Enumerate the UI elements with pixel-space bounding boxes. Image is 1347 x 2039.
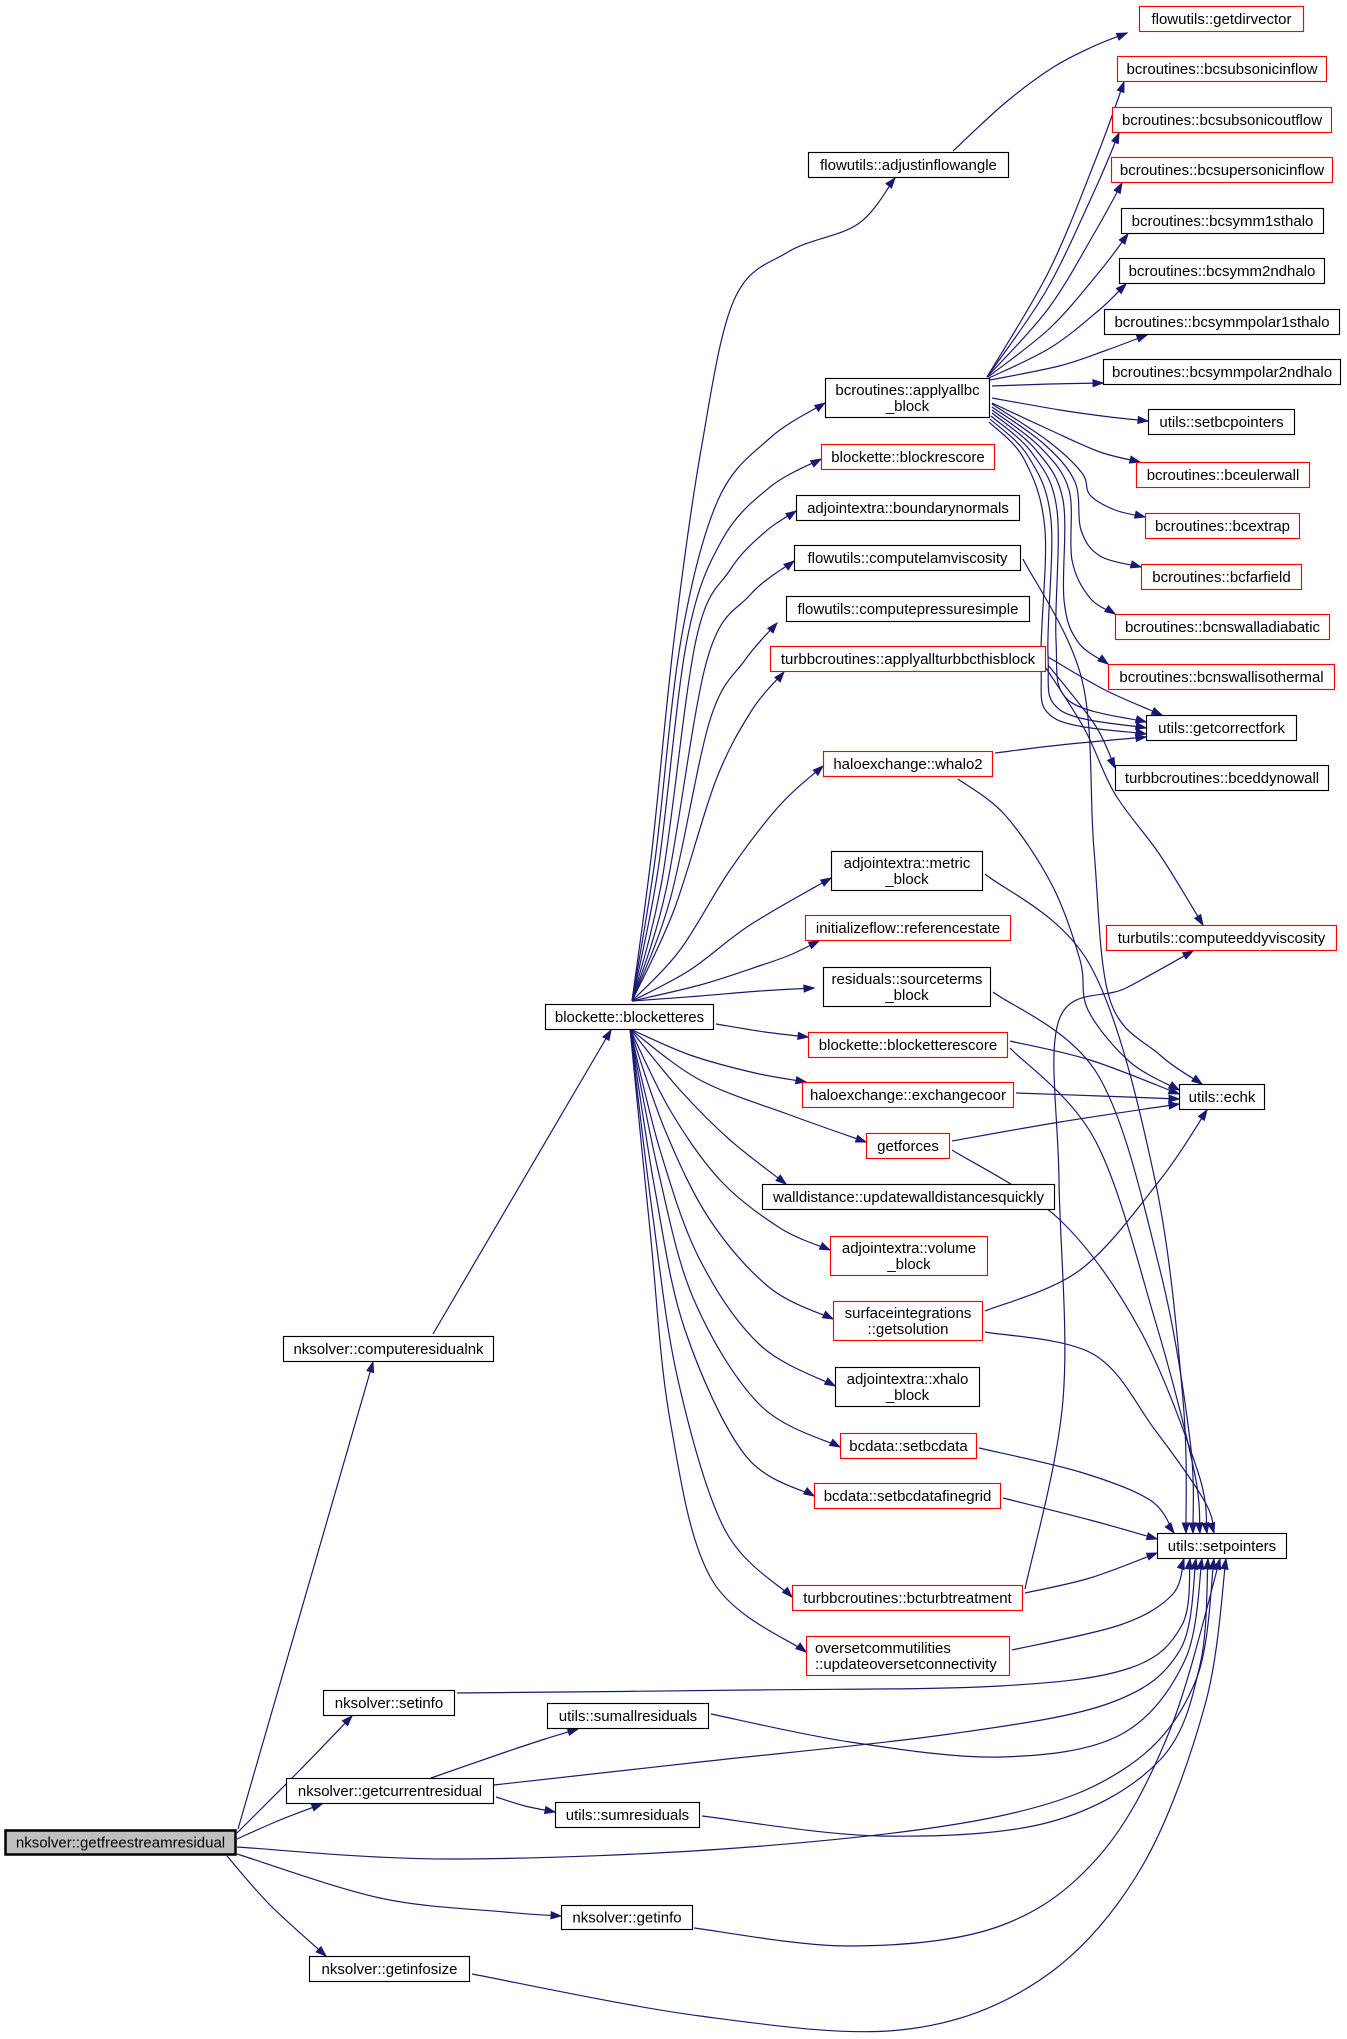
svg-text:surfaceintegrations: surfaceintegrations	[845, 1305, 972, 1322]
svg-text:turbbcroutines::bceddynowall: turbbcroutines::bceddynowall	[1125, 770, 1319, 787]
svg-text:nksolver::computeresidualnk: nksolver::computeresidualnk	[293, 1341, 484, 1358]
svg-text:haloexchange::exchangecoor: haloexchange::exchangecoor	[810, 1087, 1006, 1104]
svg-text:bcroutines::bcsymmpolar2ndhalo: bcroutines::bcsymmpolar2ndhalo	[1112, 364, 1332, 381]
svg-text:bcroutines::bcnswallisothermal: bcroutines::bcnswallisothermal	[1119, 669, 1323, 686]
svg-text:getforces: getforces	[877, 1138, 939, 1155]
svg-text:bcroutines::bcsymmpolar1sthalo: bcroutines::bcsymmpolar1sthalo	[1114, 314, 1329, 331]
svg-text:_block: _block	[884, 987, 929, 1004]
svg-text:adjointextra::boundarynormals: adjointextra::boundarynormals	[807, 500, 1009, 517]
svg-text:bcroutines::applyallbc: bcroutines::applyallbc	[835, 382, 980, 399]
svg-text:nksolver::getcurrentresidual: nksolver::getcurrentresidual	[298, 1783, 482, 1800]
svg-text:bcdata::setbcdata: bcdata::setbcdata	[849, 1438, 968, 1455]
svg-text:utils::setpointers: utils::setpointers	[1168, 1538, 1276, 1555]
svg-text:_block: _block	[885, 398, 930, 415]
svg-text:adjointextra::xhalo: adjointextra::xhalo	[847, 1371, 969, 1388]
svg-text:utils::setbcpointers: utils::setbcpointers	[1159, 414, 1283, 431]
svg-text:residuals::sourceterms: residuals::sourceterms	[832, 971, 983, 988]
svg-text:flowutils::computelamviscosity: flowutils::computelamviscosity	[807, 550, 1008, 567]
svg-text:flowutils::computepressuresimp: flowutils::computepressuresimple	[798, 601, 1019, 618]
svg-text:bcroutines::bcsymm2ndhalo: bcroutines::bcsymm2ndhalo	[1129, 263, 1316, 280]
svg-text:::getsolution: ::getsolution	[868, 1321, 949, 1338]
svg-text:_block: _block	[884, 871, 929, 888]
svg-text:utils::getcorrectfork: utils::getcorrectfork	[1158, 720, 1285, 737]
svg-text:walldistance::updatewalldistan: walldistance::updatewalldistancesquickly	[772, 1189, 1044, 1206]
svg-text:bcroutines::bcextrap: bcroutines::bcextrap	[1155, 518, 1290, 535]
svg-text:bcroutines::bcsubsonicoutflow: bcroutines::bcsubsonicoutflow	[1122, 112, 1322, 129]
svg-text:bcroutines::bcfarfield: bcroutines::bcfarfield	[1152, 569, 1290, 586]
svg-text:initializeflow::referencestate: initializeflow::referencestate	[816, 920, 1000, 937]
svg-text:nksolver::getinfosize: nksolver::getinfosize	[322, 1961, 458, 1978]
svg-text:nksolver::setinfo: nksolver::setinfo	[335, 1695, 443, 1712]
svg-text:blockette::blocketterescore: blockette::blocketterescore	[819, 1037, 997, 1054]
svg-text:utils::echk: utils::echk	[1189, 1089, 1256, 1106]
svg-text:adjointextra::volume: adjointextra::volume	[842, 1240, 976, 1257]
svg-text:bcroutines::bcsubsonicinflow: bcroutines::bcsubsonicinflow	[1127, 61, 1318, 78]
svg-text:flowutils::adjustinflowangle: flowutils::adjustinflowangle	[820, 157, 997, 174]
svg-text:utils::sumresiduals: utils::sumresiduals	[566, 1807, 689, 1824]
svg-text:adjointextra::metric: adjointextra::metric	[844, 855, 971, 872]
svg-text:oversetcommutilities: oversetcommutilities	[815, 1640, 951, 1657]
svg-text:turbbcroutines::applyallturbbc: turbbcroutines::applyallturbbcthisblock	[781, 651, 1036, 668]
svg-text:bcdata::setbcdatafinegrid: bcdata::setbcdatafinegrid	[824, 1488, 992, 1505]
svg-text:::updateoversetconnectivity: ::updateoversetconnectivity	[815, 1656, 997, 1673]
svg-text:utils::sumallresiduals: utils::sumallresiduals	[559, 1708, 697, 1725]
svg-text:blockette::blockrescore: blockette::blockrescore	[831, 449, 984, 466]
svg-text:bcroutines::bceulerwall: bcroutines::bceulerwall	[1147, 467, 1300, 484]
svg-text:turbutils::computeeddyviscosit: turbutils::computeeddyviscosity	[1118, 930, 1326, 947]
svg-text:turbbcroutines::bcturbtreatmen: turbbcroutines::bcturbtreatment	[803, 1590, 1012, 1607]
svg-text:blockette::blocketteres: blockette::blocketteres	[555, 1009, 704, 1026]
svg-text:nksolver::getfreestreamresidua: nksolver::getfreestreamresidual	[16, 1835, 225, 1852]
svg-text:bcroutines::bcsupersonicinflow: bcroutines::bcsupersonicinflow	[1120, 162, 1324, 179]
svg-text:bcroutines::bcsymm1sthalo: bcroutines::bcsymm1sthalo	[1132, 213, 1314, 230]
svg-text:_block: _block	[886, 1256, 931, 1273]
svg-text:flowutils::getdirvector: flowutils::getdirvector	[1151, 11, 1291, 28]
svg-text:nksolver::getinfo: nksolver::getinfo	[572, 1910, 681, 1927]
svg-text:_block: _block	[885, 1387, 930, 1404]
svg-text:bcroutines::bcnswalladiabatic: bcroutines::bcnswalladiabatic	[1125, 619, 1321, 636]
svg-text:haloexchange::whalo2: haloexchange::whalo2	[833, 756, 982, 773]
